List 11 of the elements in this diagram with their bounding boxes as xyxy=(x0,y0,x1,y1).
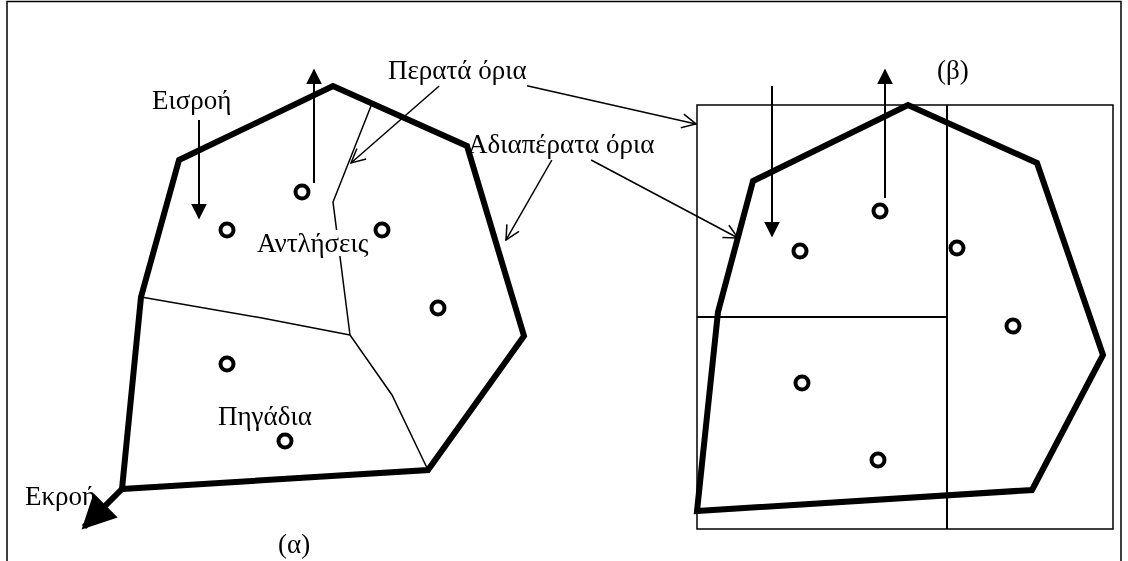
part-label: Πηγάδια xyxy=(218,400,312,432)
leader-line xyxy=(526,85,697,129)
panel-label: (β) xyxy=(937,54,969,86)
leader-line xyxy=(505,159,553,241)
leader-line xyxy=(350,85,440,164)
flow-label: Αντλήσεις xyxy=(257,230,369,256)
callout-label: Αδιαπέρατα όρια xyxy=(468,128,655,160)
panel-label: (α) xyxy=(278,528,311,560)
callout-label: Περατά όρια xyxy=(388,54,527,86)
flow-label: Εισροή xyxy=(152,84,232,116)
leader-line xyxy=(590,159,739,239)
